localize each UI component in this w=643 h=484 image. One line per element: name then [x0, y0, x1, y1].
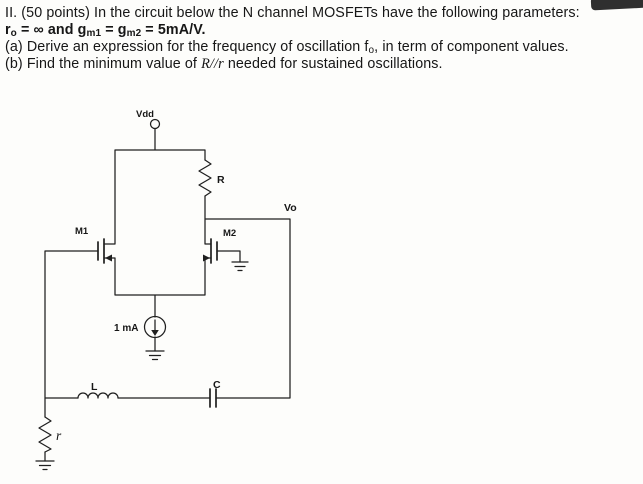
mosfet-m1-symbol — [97, 238, 105, 264]
problem-line-1: II. (50 points) In the circuit below the… — [5, 5, 641, 22]
subscript: o — [368, 45, 375, 57]
text-run: (a) Derive an expression for the frequen… — [5, 38, 369, 55]
current-source-arrowhead — [151, 330, 159, 336]
current-source-label: 1 mA — [114, 323, 138, 334]
inductor-label: L — [91, 381, 98, 393]
mosfet-m1-source-arrow — [105, 254, 112, 262]
m1-label: M1 — [75, 226, 89, 237]
mosfet-m2-symbol — [210, 238, 218, 264]
text-run: (b) Find the minimum value of — [5, 55, 202, 72]
text-run: needed for sustained oscillations. — [223, 55, 443, 72]
ground-symbol-tail — [145, 350, 165, 361]
current-source-circle — [143, 315, 167, 339]
resistor-r-zigzag — [38, 416, 52, 453]
vdd-terminal — [149, 118, 161, 130]
text-run: , in term of component values. — [374, 38, 569, 55]
capacitor-plates — [209, 388, 217, 408]
symbol-r: r — [218, 55, 224, 72]
resistor-r-label: r — [56, 428, 62, 443]
problem-line-3: (a) Derive an expression for the frequen… — [5, 39, 641, 56]
parallel-symbol: // — [209, 55, 219, 72]
text-run: = ∞ and g — [16, 21, 87, 38]
problem-statement: II. (50 points) In the circuit below the… — [5, 5, 641, 73]
resistor-R-label: R — [217, 174, 225, 186]
text-run: = 5mA/V. — [141, 21, 206, 38]
capacitor-label: C — [213, 379, 221, 391]
wire — [44, 128, 291, 462]
mosfet-m2-source-arrow — [203, 254, 210, 262]
subscript: o — [10, 28, 17, 40]
problem-line-2: ro = ∞ and gm1 = gm2 = 5mA/V. — [5, 22, 641, 39]
ground-symbol-m2-gate — [231, 261, 249, 272]
subscript: m2 — [126, 28, 142, 40]
subscript: m1 — [86, 28, 102, 40]
output-node-label: Vo — [284, 202, 297, 214]
inductor-coil — [77, 392, 119, 399]
resistor-R-zigzag — [198, 159, 212, 197]
text-run: II. (50 points) In the circuit below the… — [5, 5, 580, 21]
problem-line-4: (b) Find the minimum value of R//r neede… — [5, 56, 641, 73]
text-run: = g — [101, 21, 127, 38]
m2-label: M2 — [223, 228, 236, 239]
symbol-R: R — [201, 55, 210, 72]
ground-symbol-bottom-left — [35, 460, 55, 471]
vdd-label: Vdd — [136, 109, 154, 120]
text-run: r — [5, 21, 11, 38]
